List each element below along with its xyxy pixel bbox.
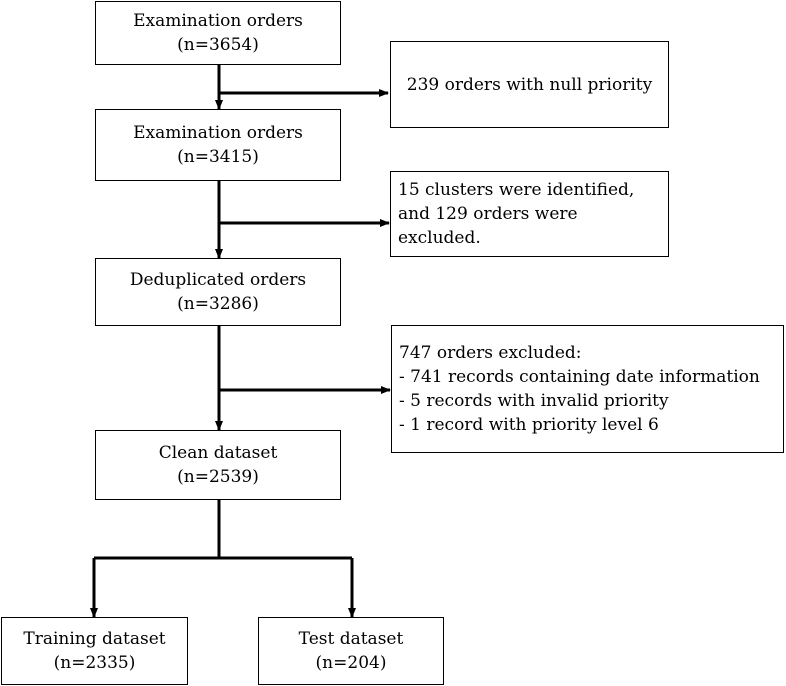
examination-orders-initial-title: Examination orders — [133, 11, 303, 31]
test-dataset-box: Test dataset (n=204) — [258, 617, 444, 685]
cluster-exclusion-line-2: and 129 orders were — [398, 204, 578, 224]
training-dataset-count: (n=2335) — [53, 653, 136, 673]
test-dataset-count: (n=204) — [315, 653, 387, 673]
clean-dataset-title: Clean dataset — [158, 443, 278, 463]
examination-orders-filtered-count: (n=3415) — [177, 147, 259, 167]
null-priority-exclusion-text: 239 orders with null priority — [406, 74, 653, 95]
cluster-exclusion-box: 15 clusters were identified, and 129 ord… — [390, 171, 669, 257]
examination-orders-initial-count: (n=3654) — [177, 35, 259, 55]
examination-orders-initial-box: Examination orders (n=3654) — [95, 1, 341, 65]
deduplicated-orders-count: (n=3286) — [177, 294, 259, 314]
test-dataset-title: Test dataset — [298, 629, 404, 649]
clean-dataset-box: Clean dataset (n=2539) — [95, 430, 341, 500]
clean-dataset-count: (n=2539) — [177, 467, 259, 487]
training-dataset-box: Training dataset (n=2335) — [1, 617, 188, 685]
training-dataset-title: Training dataset — [23, 629, 166, 649]
cleaning-exclusion-line-1: 747 orders excluded: — [399, 343, 582, 363]
cleaning-exclusion-line-4: - 1 record with priority level 6 — [399, 415, 659, 435]
cluster-exclusion-line-1: 15 clusters were identified, — [398, 180, 635, 200]
cleaning-exclusion-line-3: - 5 records with invalid priority — [399, 391, 669, 411]
deduplicated-orders-title: Deduplicated orders — [129, 270, 307, 290]
cleaning-exclusion-box: 747 orders excluded: - 741 records conta… — [391, 325, 784, 453]
cleaning-exclusion-line-2: - 741 records containing date informatio… — [399, 367, 760, 387]
null-priority-exclusion-box: 239 orders with null priority — [390, 41, 669, 128]
cluster-exclusion-line-3: excluded. — [398, 228, 481, 248]
examination-orders-filtered-box: Examination orders (n=3415) — [95, 109, 341, 181]
deduplicated-orders-box: Deduplicated orders (n=3286) — [95, 258, 341, 326]
examination-orders-filtered-title: Examination orders — [133, 123, 303, 143]
